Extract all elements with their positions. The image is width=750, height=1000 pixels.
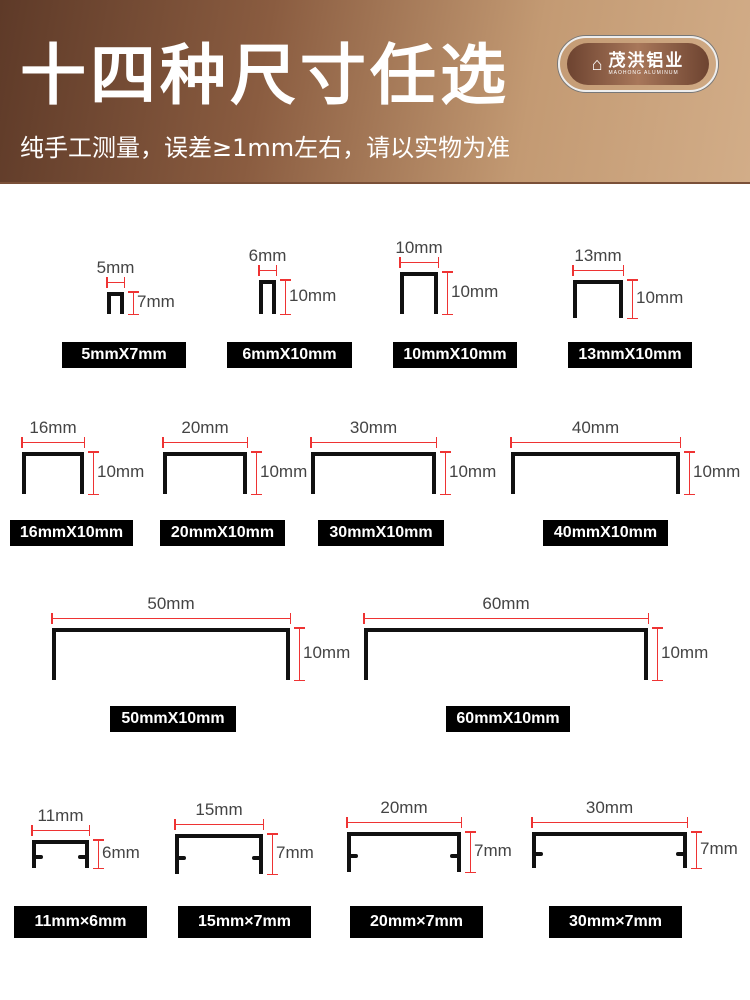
- height-label: 10mm: [636, 288, 684, 307]
- width-label: 15mm: [195, 800, 243, 819]
- size-label: 13mmX10mm: [568, 342, 692, 368]
- width-label: 16mm: [29, 418, 77, 437]
- height-dimension-line: [442, 271, 453, 315]
- height-dimension-line: [128, 291, 139, 315]
- height-label: 10mm: [449, 462, 497, 481]
- height-label: 10mm: [451, 282, 499, 301]
- width-dimension-line: [346, 817, 462, 828]
- size-label: 20mmX10mm: [160, 520, 285, 546]
- width-dimension-line: [31, 825, 90, 836]
- profile-shape: [400, 272, 438, 314]
- profile-lip: [252, 856, 261, 860]
- size-label: 50mmX10mm: [110, 706, 236, 732]
- width-label: 50mm: [147, 594, 195, 613]
- height-dimension-line: [280, 279, 291, 315]
- height-label: 10mm: [289, 286, 337, 305]
- profile-lip: [349, 854, 358, 858]
- profile-shape: [532, 832, 687, 868]
- width-label: 6mm: [248, 246, 287, 265]
- logo-english: MAOHONG ALUMINUM: [608, 70, 679, 76]
- width-dimension-line: [510, 437, 681, 448]
- height-dimension-line: [691, 831, 702, 869]
- size-label: 10mmX10mm: [393, 342, 517, 368]
- width-dimension-line: [21, 437, 85, 448]
- height-dimension-line: [652, 627, 663, 681]
- profile-lip: [34, 855, 43, 860]
- height-label: 10mm: [303, 643, 351, 662]
- profile-shape: [163, 452, 247, 494]
- profile-shape: [259, 280, 276, 314]
- size-label: 40mmX10mm: [543, 520, 668, 546]
- size-label: 6mmX10mm: [227, 342, 352, 368]
- height-label: 7mm: [700, 839, 738, 858]
- width-dimension-line: [51, 613, 291, 624]
- profile-shape: [52, 628, 290, 680]
- page-title: 十四种尺寸任选: [20, 37, 510, 114]
- profile-lip: [450, 854, 459, 858]
- logo-icon: ⌂: [591, 53, 603, 74]
- profile-shape: [573, 280, 623, 318]
- height-dimension-line: [684, 451, 695, 495]
- height-dimension-line: [627, 279, 638, 319]
- width-dimension-line: [258, 265, 277, 276]
- width-label: 30mm: [585, 798, 634, 817]
- height-dimension-line: [267, 833, 278, 875]
- width-dimension-line: [572, 265, 624, 276]
- profile-shape: [107, 292, 124, 314]
- width-dimension-line: [531, 817, 688, 828]
- width-dimension-line: [174, 819, 264, 830]
- width-label: 10mm: [395, 238, 443, 257]
- height-dimension-line: [88, 451, 99, 495]
- size-label: 20mm×7mm: [350, 906, 483, 938]
- width-label: 5mm: [96, 258, 135, 277]
- height-dimension-line: [294, 627, 305, 681]
- height-label: 7mm: [474, 841, 512, 860]
- height-dimension-line: [465, 831, 476, 873]
- width-label: 20mm: [380, 798, 428, 817]
- size-label: 5mmX7mm: [62, 342, 186, 368]
- height-label: 7mm: [137, 292, 175, 311]
- height-dimension-line: [93, 839, 104, 869]
- profile-lip: [78, 855, 87, 860]
- width-dimension-line: [106, 277, 125, 288]
- height-label: 10mm: [661, 643, 709, 662]
- size-label: 16mmX10mm: [10, 520, 133, 546]
- height-dimension-line: [251, 451, 262, 495]
- width-label: 60mm: [482, 594, 530, 613]
- width-label: 20mm: [181, 418, 229, 437]
- profile-shape: [511, 452, 680, 494]
- profile-shape: [347, 832, 461, 872]
- profile-lip: [534, 851, 543, 856]
- height-label: 7mm: [276, 843, 314, 862]
- logo-name: 茂洪铝业: [608, 51, 685, 70]
- width-dimension-line: [399, 257, 439, 268]
- size-label: 30mmX10mm: [318, 520, 444, 546]
- size-label: 60mmX10mm: [446, 706, 570, 732]
- height-label: 10mm: [260, 462, 308, 481]
- profile-lip: [676, 851, 685, 856]
- height-label: 10mm: [97, 462, 145, 481]
- width-label: 40mm: [571, 418, 620, 437]
- size-label: 11mm×6mm: [14, 906, 147, 938]
- brand-logo: ⌂ 茂洪铝业 MAOHONG ALUMINUM: [558, 36, 718, 92]
- profile-lip: [177, 856, 186, 860]
- width-label: 30mm: [349, 418, 398, 437]
- height-label: 10mm: [693, 462, 741, 481]
- width-label: 13mm: [574, 246, 622, 265]
- width-label: 11mm: [37, 806, 84, 825]
- height-label: 6mm: [102, 843, 140, 862]
- width-dimension-line: [363, 613, 649, 624]
- size-label: 30mm×7mm: [549, 906, 682, 938]
- width-dimension-line: [310, 437, 437, 448]
- size-label: 15mm×7mm: [178, 906, 311, 938]
- subtitle: 纯手工测量，误差≥1mm左右，请以实物为准: [20, 134, 511, 162]
- header-banner: 十四种尺寸任选 纯手工测量，误差≥1mm左右，请以实物为准 ⌂ 茂洪铝业 MAO…: [0, 0, 750, 184]
- profile-shape: [311, 452, 436, 494]
- profile-shape: [22, 452, 84, 494]
- profile-shape: [175, 834, 263, 874]
- width-dimension-line: [162, 437, 248, 448]
- profile-shape: [364, 628, 648, 680]
- profile-shape: [32, 840, 89, 868]
- height-dimension-line: [440, 451, 451, 495]
